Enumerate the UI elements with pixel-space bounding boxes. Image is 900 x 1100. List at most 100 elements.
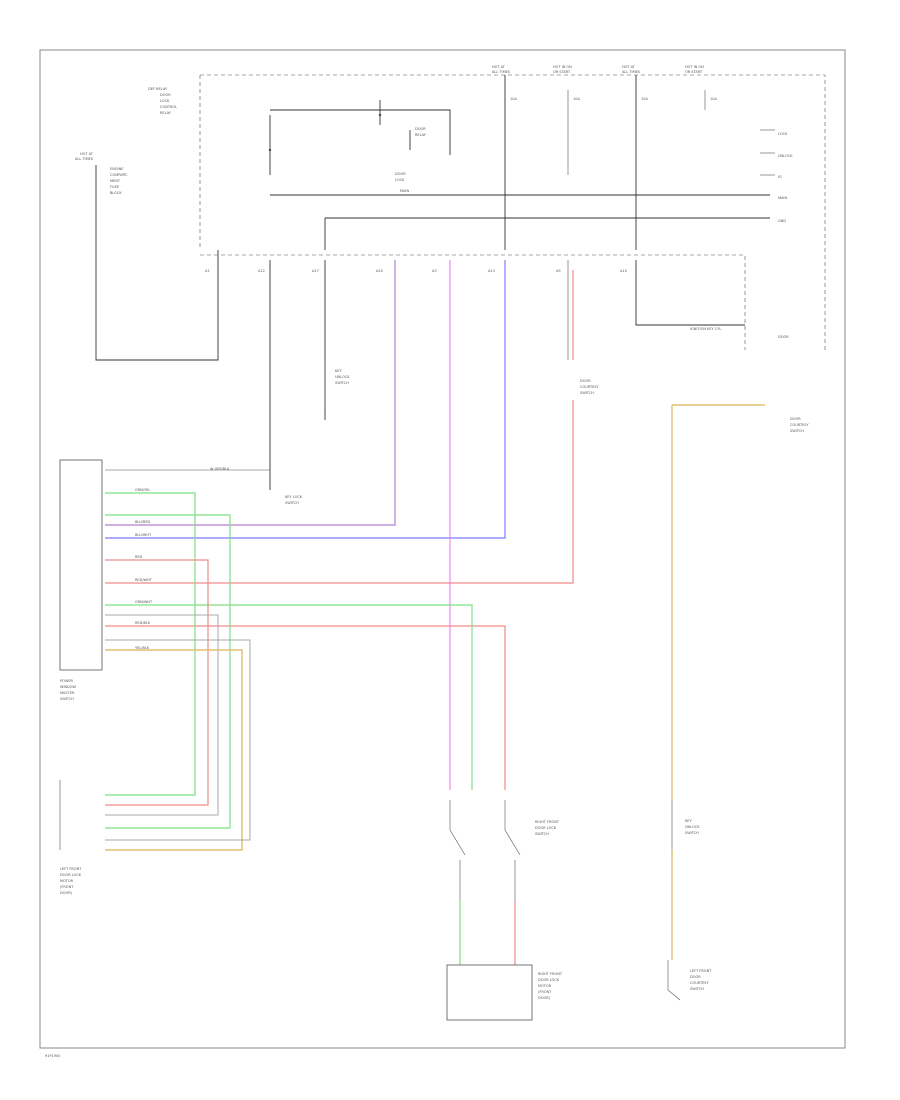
svg-text:RELAY: RELAY [415,133,427,137]
svg-text:RIGHT FRONT: RIGHT FRONT [538,972,563,976]
svg-text:A13: A13 [488,269,495,273]
lf-door-courtesy-label: LEFT FRONT DOOR COURTESY SWITCH [690,969,712,991]
svg-text:ALL TIMES: ALL TIMES [622,70,641,74]
wire-green-rf [105,604,473,790]
svg-text:DOOR: DOOR [790,417,801,421]
svg-text:A1: A1 [205,269,210,273]
svg-text:DOOR: DOOR [415,127,426,131]
label-green: GRN/YEL [135,488,150,492]
svg-text:10A: 10A [573,97,580,101]
svg-text:SWITCH: SWITCH [60,697,74,701]
svg-text:KEY: KEY [335,369,343,373]
svg-text:SWITCH: SWITCH [285,501,299,505]
svg-text:HOT AT: HOT AT [80,152,94,156]
svg-text:LOCK: LOCK [778,132,788,136]
wire-blue [105,260,506,539]
power-window-switch-label: POWER WINDOW MASTER SWITCH [60,679,77,701]
svg-text:FUSE: FUSE [110,185,119,189]
svg-text:DOOR): DOOR) [538,996,551,1000]
svg-text:A10: A10 [620,269,627,273]
svg-text:OR START: OR START [553,70,571,74]
svg-text:A9: A9 [556,269,561,273]
ecu-connector-line [200,254,746,350]
top-connector-1: HOT AT [492,65,506,69]
svg-text:W GRY/BLK: W GRY/BLK [210,467,230,471]
svg-text:LEFT FRONT: LEFT FRONT [690,969,712,973]
svg-text:MAIN: MAIN [778,196,787,200]
svg-text:SWITCH: SWITCH [335,381,349,385]
svg-text:ALL TIMES: ALL TIMES [492,70,511,74]
svg-text:SWITCH: SWITCH [790,429,804,433]
diagram-frame [39,49,846,1049]
svg-text:LOCK: LOCK [160,99,170,103]
svg-text:A17: A17 [312,269,319,273]
svg-text:10A: 10A [641,97,648,101]
top-connector-4: HOT IN ON [685,65,704,69]
svg-text:LEFT FRONT: LEFT FRONT [60,867,82,871]
svg-text:DOOR: DOOR [690,975,701,979]
rf-door-lock-motor [446,964,533,1021]
svg-text:LOCK: LOCK [395,178,405,182]
svg-text:MENT: MENT [110,179,121,183]
svg-text:10A: 10A [510,97,517,101]
label-red: RED [135,555,143,559]
svg-text:A12: A12 [258,269,265,273]
svg-text:COMPART-: COMPART- [110,173,128,177]
svg-text:MOTOR: MOTOR [538,984,552,988]
svg-text:RELAY: RELAY [160,111,172,115]
svg-text:ALL TIMES: ALL TIMES [75,157,94,161]
svg-text:A3: A3 [432,269,437,273]
svg-text:DOOR LOCK: DOOR LOCK [538,978,560,982]
right-labels: LOCK UNLOCK IG MAIN GND DOOR [778,132,793,339]
svg-text:DOOR): DOOR) [60,891,73,895]
label-blue: BLU/WHT [135,533,152,537]
svg-text:DOOR: DOOR [580,379,591,383]
rf-door-lock-switch: RIGHT FRONT DOOR LOCK SWITCH [449,800,560,900]
svg-text:(FRONT: (FRONT [538,990,552,994]
svg-text:SWITCH: SWITCH [535,832,549,836]
svg-text:COURTESY: COURTESY [580,385,600,389]
svg-text:DOOR LOCK: DOOR LOCK [60,873,82,877]
lf-door-lock-label: LEFT FRONT DOOR LOCK MOTOR (FRONT DOOR) [60,867,82,895]
svg-text:IG: IG [778,175,782,179]
wire-yellow [105,649,243,851]
svg-text:BLOCK: BLOCK [110,191,122,195]
svg-text:A20: A20 [376,269,383,273]
svg-text:SWITCH: SWITCH [580,391,594,395]
door-courtesy-label: DOOR COURTESY SWITCH [790,417,810,433]
svg-text:RED/WHT: RED/WHT [135,578,153,582]
svg-text:RIGHT FRONT: RIGHT FRONT [535,820,560,824]
svg-text:OR START: OR START [685,70,703,74]
svg-text:GND: GND [778,219,786,223]
label-yellow: YEL/BLK [135,646,150,650]
svg-text:MAIN: MAIN [400,189,409,193]
svg-text:COURTESY: COURTESY [690,981,710,985]
svg-text:(FRONT: (FRONT [60,885,74,889]
rf-door-lock-motor-label: RIGHT FRONT DOOR LOCK MOTOR (FRONT DOOR) [538,972,563,1000]
top-connector-3: HOT AT [622,65,636,69]
svg-text:RED/BLK: RED/BLK [135,621,151,625]
svg-text:COURTESY: COURTESY [790,423,810,427]
wire-purple [105,260,396,526]
svg-text:DOOR LOCK: DOOR LOCK [535,826,557,830]
svg-text:DOOR: DOOR [778,335,789,339]
svg-text:DOOR: DOOR [395,172,406,176]
left-fuse-label: HOT AT ALL TIMES ENGINE COMPART- MENT FU… [75,152,128,195]
svg-text:MOTOR: MOTOR [60,879,74,883]
svg-text:10A: 10A [710,97,717,101]
svg-text:DOOR: DOOR [160,93,171,97]
key-unlock-switch-label: KEY UNLOCK SWITCH [685,819,700,835]
top-connector-2: HOT IN ON [553,65,572,69]
svg-text:KEY: KEY [685,819,693,823]
svg-text:KEY LOCK: KEY LOCK [285,495,303,499]
svg-text:SWITCH: SWITCH [690,987,704,991]
svg-text:UNLOCK: UNLOCK [685,825,700,829]
diagram-code: 91P1900 [45,1054,60,1058]
relay-block-label: DEF RELAY DOOR LOCK CONTROL RELAY [148,87,177,115]
svg-text:DEF RELAY: DEF RELAY [148,87,168,91]
wire-red-rf [105,625,506,790]
power-window-master-switch [59,459,103,671]
top-dashed-bus [200,74,826,350]
svg-text:GRN/WHT: GRN/WHT [135,600,153,604]
